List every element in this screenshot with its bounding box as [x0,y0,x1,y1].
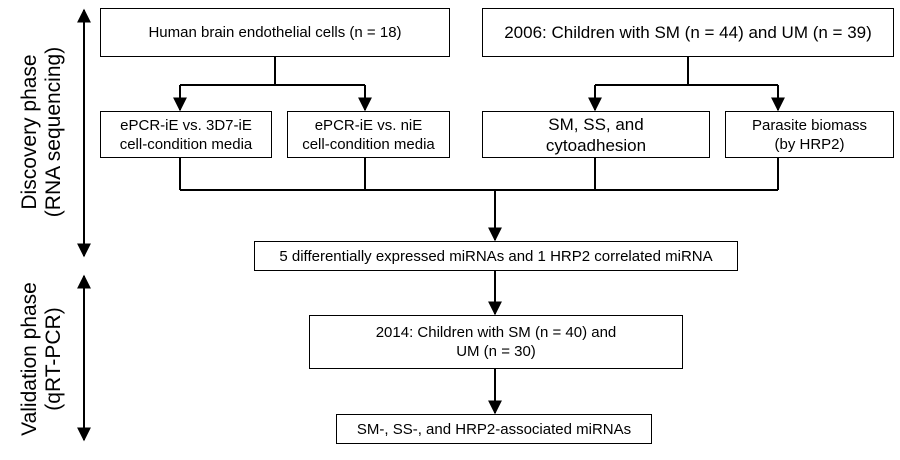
validation-phase-title: Validation phase [18,282,41,436]
hbec-box: Human brain endothelial cells (n = 18) [100,8,450,57]
mirnas5-text: 5 differentially expressed miRNAs and 1 … [279,247,713,265]
cohort2014-line1: 2014: Children with SM (n = 40) and [375,324,617,341]
epcr3d7-line2: cell-condition media [119,135,253,153]
discovery-phase-title: Discovery phase [18,54,41,210]
cohort2006-box: 2006: Children with SM (n = 44) and UM (… [482,8,894,57]
epcr3d7-line1: ePCR-iE vs. 3D7-iE [120,116,252,134]
cohort2006-text: 2006: Children with SM (n = 44) and UM (… [504,23,872,42]
final-text: SM-, SS-, and HRP2-associated miRNAs [356,420,632,438]
hbec-text: Human brain endothelial cells (n = 18) [148,24,402,41]
discovery-phase-method: (RNA sequencing) [42,46,65,218]
validation-phase-method: (qRT-PCR) [42,307,65,411]
validation-phase-label: Validation phase (qRT-PCR) [18,259,66,459]
epcr3d7-box: ePCR-iE vs. 3D7-iE cell-condition media [100,111,272,158]
cohort2014-box: 2014: Children with SM (n = 40) and UM (… [309,315,683,369]
biomass-line1: Parasite biomass [751,116,868,134]
discovery-phase-label: Discovery phase (RNA sequencing) [18,32,66,232]
smss-box: SM, SS, and cytoadhesion [482,111,710,158]
mirnas5-box: 5 differentially expressed miRNAs and 1 … [254,241,738,271]
cohort2014-line2: UM (n = 30) [456,343,536,360]
epcrnie-line2: cell-condition media [302,135,435,153]
smss-line1: SM, SS, and [548,114,644,134]
epcrnie-line1: ePCR-iE vs. niE [314,116,423,134]
final-box: SM-, SS-, and HRP2-associated miRNAs [336,414,652,444]
biomass-box: Parasite biomass (by HRP2) [725,111,894,158]
epcrnie-box: ePCR-iE vs. niE cell-condition media [287,111,450,158]
smss-line2: cytoadhesion [545,135,647,155]
biomass-line2: (by HRP2) [774,135,845,153]
